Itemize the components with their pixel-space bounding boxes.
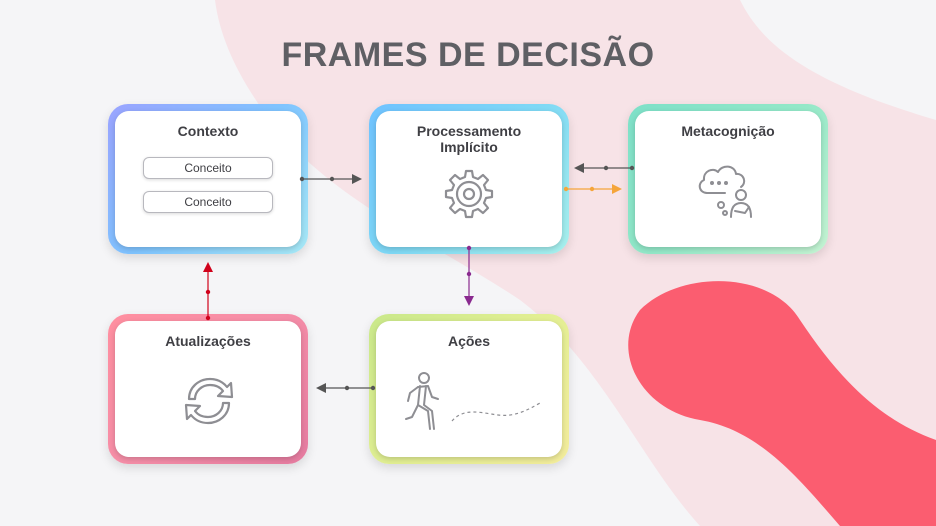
node-acoes-title: Ações [447, 333, 491, 349]
concept-pill-1: Conceito [143, 157, 273, 179]
node-processamento-card: Processamento Implícito [376, 111, 562, 247]
edge-contexto-to-processamento [299, 174, 362, 184]
gear-icon [444, 169, 494, 219]
node-metacognicao-title: Metacognição [681, 123, 775, 139]
node-acoes: Ações [369, 314, 569, 464]
motion-trail [451, 402, 541, 422]
node-atualizacoes-title: Atualizações [165, 333, 251, 349]
thinking-person-icon [698, 165, 752, 218]
edge-atualizacoes-to-contexto [203, 262, 213, 321]
node-acoes-card: Ações [376, 321, 562, 457]
refresh-icon [184, 377, 234, 425]
node-contexto-title: Contexto [177, 123, 239, 139]
running-person-icon [405, 372, 541, 430]
node-contexto: Contexto Conceito Conceito [108, 104, 308, 254]
edge-acoes-to-atualizacoes [316, 383, 376, 393]
node-processamento: Processamento Implícito [369, 104, 569, 254]
coral-blob [628, 281, 936, 526]
node-atualizacoes: Atualizações [108, 314, 308, 464]
node-atualizacoes-card: Atualizações [115, 321, 301, 457]
node-metacognicao: Metacognição [628, 104, 828, 254]
edge-processamento-to-metacognicao [563, 184, 622, 194]
edge-metacognicao-to-processamento [574, 163, 635, 173]
edge-processamento-to-acoes [464, 245, 474, 306]
concept-pill-2: Conceito [143, 191, 273, 213]
page-title: FRAMES DE DECISÃO [281, 36, 655, 74]
node-contexto-card: Contexto Conceito Conceito [115, 111, 301, 247]
node-metacognicao-card: Metacognição [635, 111, 821, 247]
node-processamento-title: Processamento Implícito [416, 123, 522, 155]
